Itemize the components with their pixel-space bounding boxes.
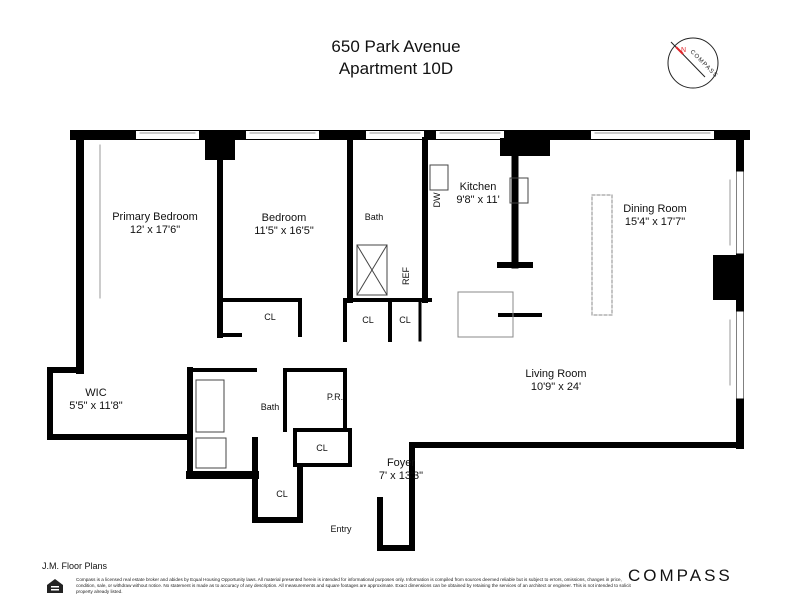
closet-label: CL — [399, 315, 411, 325]
room-name: WIC — [85, 387, 106, 399]
floor-plan-credit: J.M. Floor Plans — [42, 561, 108, 571]
powder-room-label: P.R. — [327, 392, 343, 402]
bath-label: Bath — [261, 402, 280, 412]
room-dims: 11'5" x 16'5" — [254, 225, 314, 237]
closet-label: CL — [362, 315, 374, 325]
equal-housing-icon — [47, 579, 63, 593]
compass-icon: N COMPASS — [667, 37, 719, 89]
room-dims: 9'8" x 11' — [456, 194, 499, 206]
room-name: Dining Room — [623, 203, 687, 215]
unit-title: Apartment 10D — [338, 59, 454, 78]
closet-label: CL — [316, 443, 328, 453]
closet-label: CL — [264, 312, 276, 322]
room-name: Living Room — [525, 368, 586, 380]
disclaimer: Compass is a licensed real estate broker… — [76, 577, 631, 594]
address-title: 650 Park Avenue — [331, 37, 461, 56]
room-dims: 10'9" x 24' — [531, 381, 581, 393]
walls — [47, 130, 750, 551]
refrigerator-label: REF — [401, 266, 411, 285]
room-dims: 5'5" x 11'8" — [69, 400, 122, 412]
room-name: Kitchen — [460, 181, 497, 193]
compass-north: N — [681, 47, 686, 54]
compass-logo: COMPASS — [628, 566, 733, 585]
dishwasher-label: DW — [432, 192, 442, 207]
closet-label: CL — [276, 489, 288, 499]
room-dims: 15'4" x 17'7" — [625, 216, 685, 228]
room-dims: 12' x 17'6" — [130, 224, 180, 236]
entry-label: Entry — [330, 524, 352, 534]
room-name: Primary Bedroom — [112, 211, 198, 223]
room-dims: 7' x 13'3" — [379, 470, 423, 482]
room-name: Foyer — [387, 457, 415, 469]
room-name: Bedroom — [262, 212, 307, 224]
bath-label: Bath — [365, 212, 384, 222]
